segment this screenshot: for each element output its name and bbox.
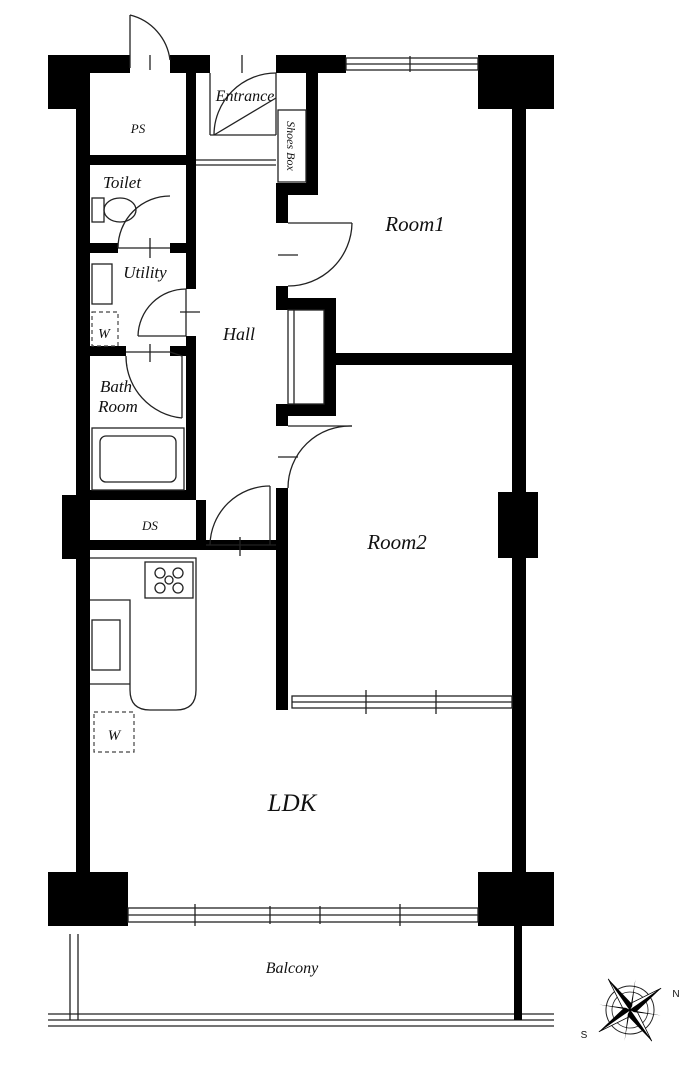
doors <box>117 14 353 556</box>
utility-sink <box>91 263 113 305</box>
label-washer-kitchen: W <box>108 728 122 744</box>
fixtures <box>90 197 197 753</box>
label-room2: Room2 <box>366 530 427 554</box>
compass-south-label: S <box>581 1030 588 1041</box>
label-ps: PS <box>130 121 146 136</box>
bathtub <box>91 427 185 491</box>
label-room1: Room1 <box>384 212 445 236</box>
label-shoes-box: Shoes Box <box>284 121 298 171</box>
label-bath-line1: Bath <box>100 377 132 396</box>
compass-north-label: N <box>672 989 679 1000</box>
label-toilet: Toilet <box>103 173 142 192</box>
label-ds: DS <box>141 518 158 533</box>
label-entrance: Entrance <box>215 88 275 105</box>
toilet-fixture <box>91 197 137 223</box>
compass-rose <box>598 978 662 1042</box>
washer-box-kitchen <box>93 711 135 753</box>
washer-box-utility <box>91 311 119 347</box>
label-washer-utility: W <box>98 327 111 342</box>
label-hall: Hall <box>222 324 255 344</box>
interior-walls <box>90 73 513 714</box>
label-ldk: LDK <box>267 790 318 817</box>
outer-walls <box>48 55 554 926</box>
label-balcony: Balcony <box>266 960 319 977</box>
label-utility: Utility <box>123 263 167 282</box>
balcony-rail <box>48 926 554 1027</box>
kitchen-counter <box>90 557 197 711</box>
label-bath-line2: Room <box>97 397 138 416</box>
